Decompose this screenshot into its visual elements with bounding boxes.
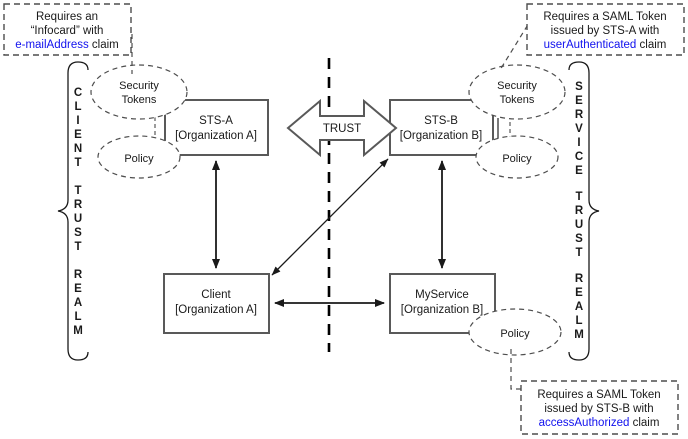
ellipse-security-tokens-b-line2: Tokens — [500, 94, 535, 106]
realm-letter: T — [575, 191, 582, 203]
callout-infocard-claim: e-mailAddress — [15, 39, 89, 51]
arrow-client-sts-b — [271, 158, 389, 276]
callout-access-authorized-claim: accessAuthorized — [539, 417, 630, 429]
realm-letter: E — [74, 283, 82, 295]
realm-letter: R — [74, 269, 83, 281]
realm-letter: C — [74, 87, 82, 99]
callout-access-authorized-box[interactable] — [520, 380, 679, 435]
realm-letter: U — [575, 219, 583, 231]
ellipse-policy-service-label: Policy — [500, 328, 530, 340]
ellipse-policy-service[interactable]: Policy — [468, 308, 562, 356]
realm-letter: T — [74, 241, 81, 253]
ellipse-security-tokens-a-shape[interactable] — [90, 64, 188, 120]
client-trust-realm-brace — [57, 61, 89, 361]
realm-letter: M — [574, 329, 584, 341]
realm-letter: R — [575, 205, 584, 217]
ellipse-policy-a-label: Policy — [124, 153, 154, 165]
realm-letter: R — [575, 109, 584, 121]
realm-letter: R — [74, 199, 83, 211]
ellipse-security-tokens-a-line2: Tokens — [122, 94, 157, 106]
node-client-label-line2: [Organization A] — [175, 304, 257, 316]
node-myservice[interactable]: MyService [Organization B] — [389, 273, 496, 334]
ellipse-policy-service-shape[interactable] — [468, 308, 562, 356]
callout-access-authorized-line3: accessAuthorized claim — [539, 417, 660, 429]
node-myservice-label-line2: [Organization B] — [401, 304, 483, 316]
realm-letter: T — [74, 185, 81, 197]
trust-arrow: TRUST — [286, 98, 398, 158]
callout-access-authorized[interactable]: Requires a SAML Token issued by STS-B wi… — [520, 380, 679, 435]
ellipse-policy-b[interactable]: Policy — [475, 135, 559, 179]
ellipse-policy-b-shape[interactable] — [475, 135, 559, 179]
realm-letter: T — [74, 157, 81, 169]
callout-access-authorized-claim-suffix: claim — [629, 417, 659, 429]
callout-infocard-box[interactable] — [3, 3, 132, 56]
realm-letter: C — [575, 151, 583, 163]
realm-letter: S — [575, 81, 583, 93]
realm-letter: A — [74, 297, 82, 309]
callout-infocard-line3: e-mailAddress claim — [15, 39, 119, 51]
ellipse-security-tokens-b[interactable]: Security Tokens — [468, 64, 566, 120]
node-client[interactable]: Client [Organization A] — [163, 273, 270, 334]
realm-letter: E — [575, 165, 583, 177]
realm-letter: T — [575, 247, 582, 259]
callout-access-authorized-line2: issued by STS-B with — [544, 403, 653, 415]
callout-user-authenticated[interactable]: Requires a SAML Token issued by STS-A wi… — [526, 3, 685, 56]
realm-letter: M — [73, 325, 83, 337]
realm-letter: S — [575, 233, 583, 245]
realm-letter: E — [575, 95, 583, 107]
service-trust-realm-label: S E R V I C E T R U S T R E A L M — [574, 81, 584, 341]
node-sts-b[interactable]: STS-B [Organization B] — [389, 99, 494, 156]
ellipse-security-tokens-b-line1: Security — [497, 80, 537, 92]
client-trust-realm-label: C L I E N T T R U S T R E A L M — [73, 87, 83, 337]
node-sts-a-box[interactable] — [164, 99, 269, 156]
callout-user-authenticated-box[interactable] — [526, 3, 685, 56]
realm-letter: S — [74, 227, 82, 239]
realm-letter: R — [575, 273, 584, 285]
realm-letter: U — [74, 213, 82, 225]
realm-letter: A — [575, 301, 583, 313]
realm-letter: I — [76, 115, 79, 127]
realm-letter: L — [575, 315, 582, 327]
ellipse-policy-a[interactable]: Policy — [97, 135, 181, 179]
node-sts-a-label-line1: STS-A — [199, 115, 233, 127]
callout-access-authorized-line1: Requires a SAML Token — [537, 389, 660, 401]
ellipse-security-tokens-a[interactable]: Security Tokens — [90, 64, 188, 120]
ellipse-policy-a-shape[interactable] — [97, 135, 181, 179]
callout-user-authenticated-line1: Requires a SAML Token — [543, 11, 666, 23]
callout-user-authenticated-claim-suffix: claim — [636, 39, 666, 51]
node-sts-a[interactable]: STS-A [Organization A] — [164, 99, 269, 156]
node-client-box[interactable] — [163, 273, 270, 334]
callout-user-authenticated-line2: issued by STS-A with — [551, 25, 660, 37]
callout-infocard-claim-suffix: claim — [89, 39, 119, 51]
realm-letter: E — [575, 287, 583, 299]
realm-letter: I — [577, 137, 580, 149]
node-myservice-label-line1: MyService — [415, 289, 469, 301]
node-sts-b-label-line2: [Organization B] — [400, 130, 482, 142]
realm-letter: N — [74, 143, 82, 155]
ellipse-security-tokens-a-line1: Security — [119, 80, 159, 92]
ellipse-security-tokens-b-shape[interactable] — [468, 64, 566, 120]
callout-user-authenticated-line3: userAuthenticated claim — [544, 39, 667, 51]
node-sts-b-box[interactable] — [389, 99, 494, 156]
callout-user-authenticated-claim: userAuthenticated — [544, 39, 637, 51]
realm-letter: L — [74, 101, 81, 113]
node-sts-a-label-line2: [Organization A] — [175, 130, 257, 142]
realm-letter: L — [74, 311, 81, 323]
realm-letter: V — [575, 123, 583, 135]
callout-infocard[interactable]: Requires an “Infocard” with e-mailAddres… — [3, 3, 132, 56]
realm-letter: E — [74, 129, 82, 141]
callout-infocard-line2: “Infocard” with — [31, 25, 104, 37]
leader-access-authorized — [510, 349, 521, 390]
node-sts-b-label-line1: STS-B — [424, 115, 458, 127]
service-trust-realm-brace — [568, 61, 600, 361]
ellipse-policy-b-label: Policy — [502, 153, 532, 165]
callout-infocard-line1: Requires an — [36, 11, 98, 23]
node-client-label-line1: Client — [201, 289, 231, 301]
trust-arrow-label: TRUST — [323, 123, 361, 135]
